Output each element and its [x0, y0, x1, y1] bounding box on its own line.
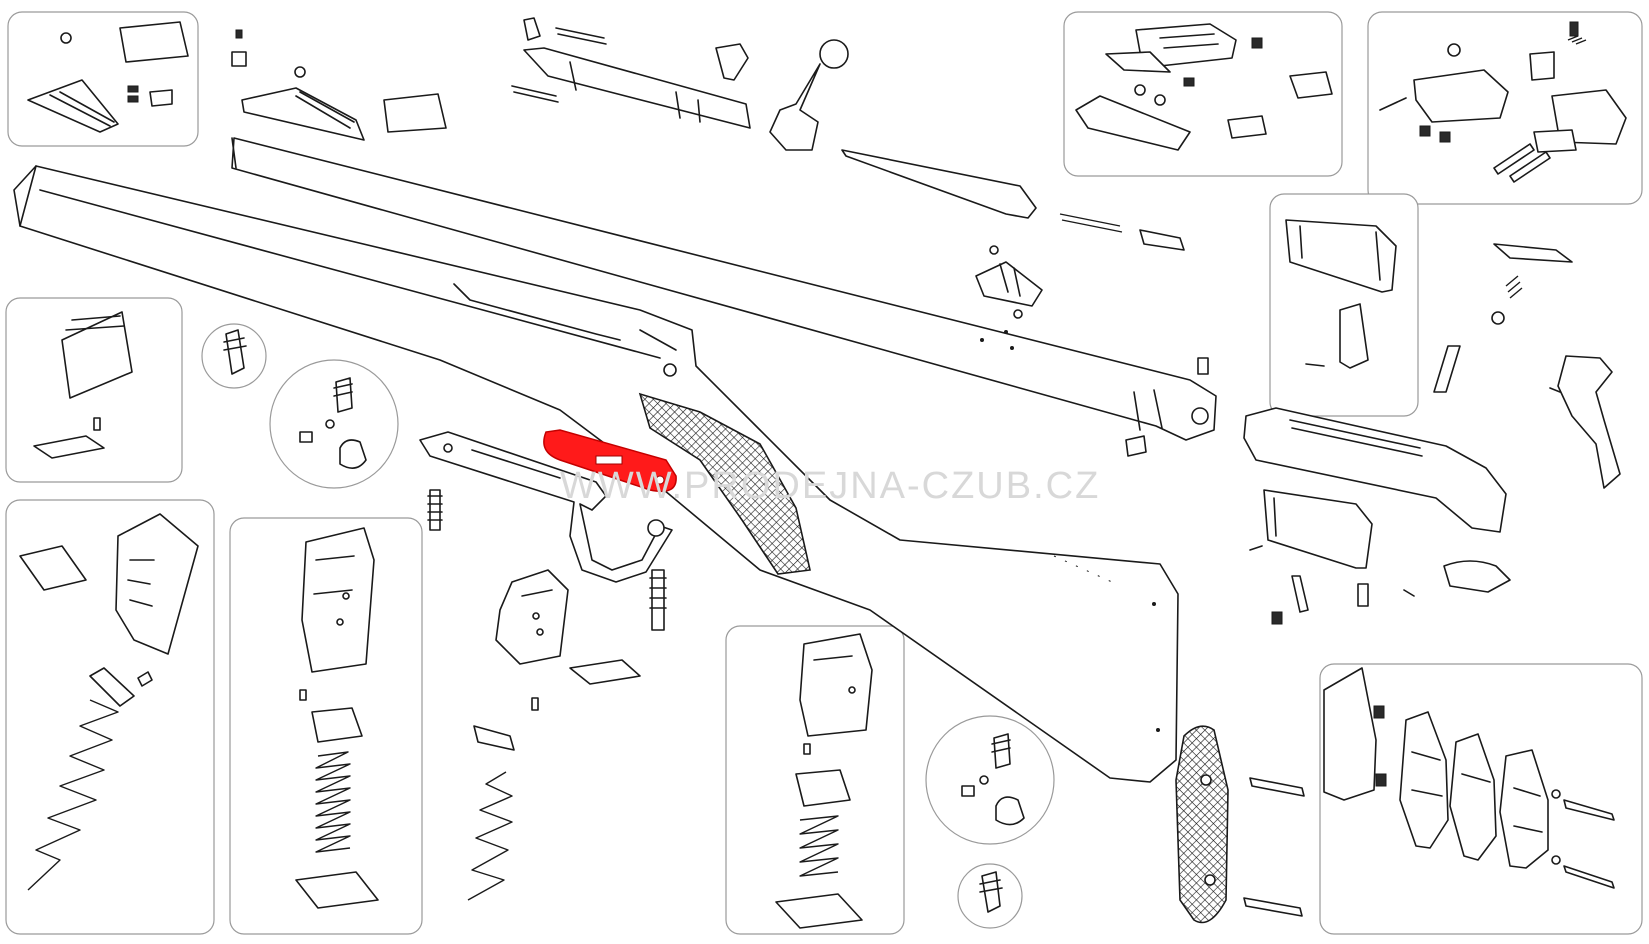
screws-center[interactable]: [427, 357, 1209, 631]
sling-swivel-circle-2[interactable]: [269, 359, 399, 489]
sling-swivel-circle-4[interactable]: [957, 863, 1023, 929]
barrel-and-receiver[interactable]: [231, 137, 1217, 441]
panel-top-left-sights[interactable]: [7, 11, 199, 147]
trigger-guard[interactable]: [419, 431, 673, 583]
panel-bottom-right-buttplates[interactable]: [1319, 663, 1643, 935]
magazine-loose[interactable]: [467, 569, 641, 901]
panel-top-right-scope-mount-2[interactable]: [1367, 11, 1643, 205]
trigger-group[interactable]: [1243, 243, 1621, 625]
panel-right-trigger-housing[interactable]: [1269, 193, 1419, 417]
pistol-grip-checkering: [638, 392, 811, 575]
panel-left-magazine-small[interactable]: [5, 297, 183, 483]
panel-left-magazine-large[interactable]: [5, 499, 215, 935]
checkered-buttplate[interactable]: [1175, 725, 1305, 924]
sling-swivel-circle-3[interactable]: [925, 715, 1055, 845]
panel-magazine-10rd[interactable]: [229, 517, 423, 935]
rear-sight-assembly[interactable]: [231, 29, 447, 141]
rifle-stock[interactable]: [13, 165, 1179, 783]
panel-magazine-5rd[interactable]: [725, 625, 905, 935]
sling-swivel-circle-1[interactable]: [201, 323, 267, 389]
bolt-assembly[interactable]: [511, 17, 1185, 251]
front-sight[interactable]: [975, 245, 1043, 319]
trigger-guard-plate-highlighted[interactable]: [543, 429, 677, 493]
panel-top-right-scope-mount-1[interactable]: [1063, 11, 1343, 177]
